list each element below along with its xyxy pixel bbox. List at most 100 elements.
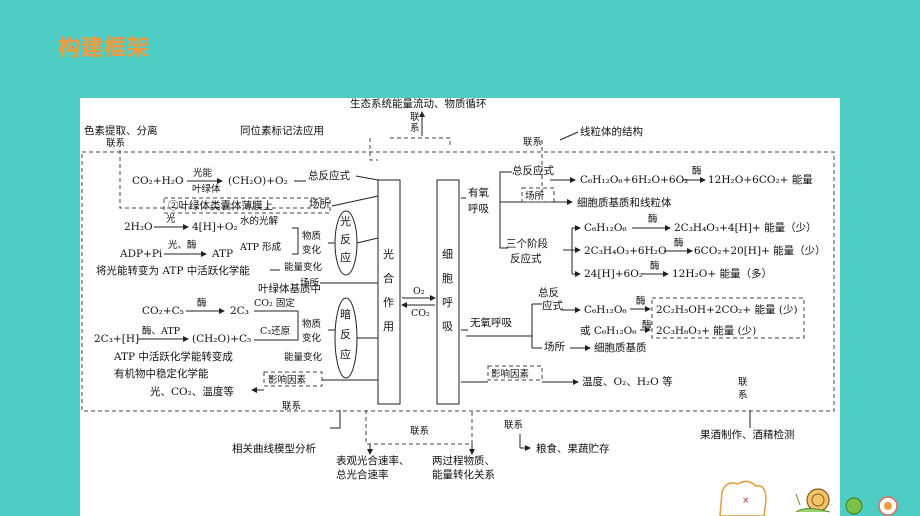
svg-text:能量转化关系: 能量转化关系 xyxy=(432,468,495,481)
svg-text:细: 细 xyxy=(442,248,453,261)
svg-text:(CH₂O)+C₅: (CH₂O)+C₅ xyxy=(192,333,251,345)
co2-fix: CO₂ 固定 xyxy=(254,297,295,309)
atp-eq: ADP+Pi xyxy=(119,248,163,260)
svg-text:应式: 应式 xyxy=(542,299,563,312)
aerobic-site-val: 细胞质基质和线粒体 xyxy=(577,196,672,209)
photo-factors-box xyxy=(263,371,323,387)
svg-text:酶: 酶 xyxy=(648,213,658,225)
svg-text:12H₂O+6CO₂+ 能量: 12H₂O+6CO₂+ 能量 xyxy=(708,173,813,186)
svg-text:光: 光 xyxy=(166,213,176,225)
svg-text:②叶绿体类囊体薄膜上: ②叶绿体类囊体薄膜上 xyxy=(168,199,273,212)
dashed-frame xyxy=(81,151,835,412)
svg-text:2C₂H₅OH+2CO₂+ 能量 (少): 2C₂H₅OH+2CO₂+ 能量 (少) xyxy=(656,303,798,316)
aerobic-site-box xyxy=(521,187,555,203)
svg-text:暗: 暗 xyxy=(340,307,351,321)
aerobic-s1: C₆H₁₂O₆ xyxy=(584,222,627,234)
resp-factors-list: 温度、O₂、H₂O 等 xyxy=(582,375,673,388)
svg-text:反应式: 反应式 xyxy=(510,252,542,265)
aerobic-total-eq: C₆H₁₂O₆+6H₂O+6O₂ xyxy=(580,174,688,186)
svg-text:酶: 酶 xyxy=(692,165,702,177)
svg-text:场所: 场所 xyxy=(525,191,545,202)
grain-label: 粮食、果蔬贮存 xyxy=(536,442,610,455)
mito-label: 线粒体的结构 xyxy=(580,125,643,138)
curves-label: 相关曲线模型分析 xyxy=(232,442,316,455)
anaerobic-total: 总反 xyxy=(538,286,559,299)
svg-text:变化: 变化 xyxy=(302,244,322,256)
anaerobic-eq2: 或 C₆H₁₂O₆ xyxy=(580,325,636,337)
svg-text:联: 联 xyxy=(738,377,748,388)
water-split: 水的光解 xyxy=(240,215,279,227)
anaerobic-site: 场所 xyxy=(544,340,565,353)
svg-text:酶: 酶 xyxy=(674,237,684,249)
svg-text:12H₂O+ 能量（多）: 12H₂O+ 能量（多） xyxy=(672,267,772,280)
svg-text:光: 光 xyxy=(383,247,394,261)
photo-factors-list: 光、CO₂、温度等 xyxy=(150,385,234,398)
rate-line-1: 表观光合速率、 xyxy=(336,454,410,467)
o2-label: O₂ xyxy=(413,286,425,297)
reduce-eq: 2C₃+[H] xyxy=(94,333,139,345)
svg-text:4[H]+O₂: 4[H]+O₂ xyxy=(192,221,238,233)
svg-text:场所: 场所 xyxy=(300,278,320,289)
isotope-label: 同位素标记法应用 xyxy=(240,124,324,137)
fix-eq: CO₂+C₅ xyxy=(142,305,184,317)
leaf-icon xyxy=(845,497,863,515)
svg-text:吸: 吸 xyxy=(442,320,453,333)
atp-form: ATP 形成 xyxy=(239,241,282,253)
svg-text:酶: 酶 xyxy=(642,319,652,331)
svg-text:应: 应 xyxy=(340,250,351,264)
svg-text:呼: 呼 xyxy=(442,296,453,309)
svg-text:物质: 物质 xyxy=(302,318,322,330)
svg-text:胞: 胞 xyxy=(442,272,453,285)
svg-text:酶、ATP: 酶、ATP xyxy=(142,325,181,337)
svg-text:酶: 酶 xyxy=(650,260,660,272)
svg-text:联系: 联系 xyxy=(523,137,542,148)
svg-text:(CH₂O)+O₂: (CH₂O)+O₂ xyxy=(228,175,288,187)
svg-text:ATP: ATP xyxy=(211,248,233,260)
resp-factors-box xyxy=(487,365,543,381)
three-stage: 三个阶段 xyxy=(506,237,548,250)
svg-text:2C₃: 2C₃ xyxy=(230,305,249,317)
anaerobic-products-box xyxy=(651,297,805,339)
svg-text:2C₃H₆O₃+ 能量 (少): 2C₃H₆O₃+ 能量 (少) xyxy=(656,324,756,337)
lianxi-left-bottom: 联系 xyxy=(282,401,301,412)
svg-text:影响因素: 影响因素 xyxy=(491,368,530,380)
svg-text:叶绿体: 叶绿体 xyxy=(192,183,221,195)
anaerobic-label: 无氧呼吸 xyxy=(470,316,512,329)
svg-text:联系: 联系 xyxy=(410,426,429,437)
lianxi-top: 联 xyxy=(410,112,420,123)
svg-text:合: 合 xyxy=(383,271,394,285)
svg-text:联系: 联系 xyxy=(106,138,125,149)
photo-site: 场所 xyxy=(309,197,330,210)
svg-text:应: 应 xyxy=(340,347,351,361)
svg-text:作: 作 xyxy=(383,296,394,309)
svg-text:物质: 物质 xyxy=(302,230,322,242)
c3-reduce: C₃还原 xyxy=(260,325,290,337)
light-to-atp: 将光能转变为 ATP 中活跃化学能 xyxy=(96,264,250,277)
anaerobic-site-val: 细胞质基质 xyxy=(594,341,647,354)
aerobic-label: 有氧 xyxy=(468,186,489,199)
svg-text:能量变化: 能量变化 xyxy=(284,351,323,363)
svg-text:总光合速率: 总光合速率 xyxy=(336,468,389,481)
svg-text:影响因素: 影响因素 xyxy=(268,374,307,386)
svg-text:酶: 酶 xyxy=(197,297,207,309)
svg-text:反: 反 xyxy=(340,233,351,246)
concept-map-panel: 生态系统能量流动、物质循环 联 系 同位素标记法应用 色素提取、分离 联系 线粒… xyxy=(80,98,840,516)
svg-text:变化: 变化 xyxy=(302,332,322,344)
aerobic-s2: 2C₃H₄O₃+6H₂O xyxy=(584,245,667,257)
energy-change-1: 能量变化 xyxy=(284,261,323,273)
water-eq: 2H₂O xyxy=(124,221,153,233)
atp-to-chem: ATP 中活跃化学能转变成 xyxy=(113,350,233,363)
svg-text:用: 用 xyxy=(383,320,394,333)
svg-text:光、酶: 光、酶 xyxy=(168,239,197,251)
pigment-label: 色素提取、分离 xyxy=(84,124,158,137)
page-title: 构建框架 xyxy=(58,36,151,61)
svg-text:系: 系 xyxy=(410,123,420,134)
svg-text:呼吸: 呼吸 xyxy=(468,203,489,215)
stroma: 叶绿体基质中 xyxy=(258,282,321,295)
photo-total: 总反应式 xyxy=(308,169,350,182)
co2-label: CO₂ xyxy=(411,308,430,319)
photo-total-eq: CO₂+H₂O xyxy=(132,175,184,187)
respiration-box xyxy=(436,179,460,405)
svg-text:联系: 联系 xyxy=(504,420,523,431)
photosynthesis-box xyxy=(377,179,401,405)
